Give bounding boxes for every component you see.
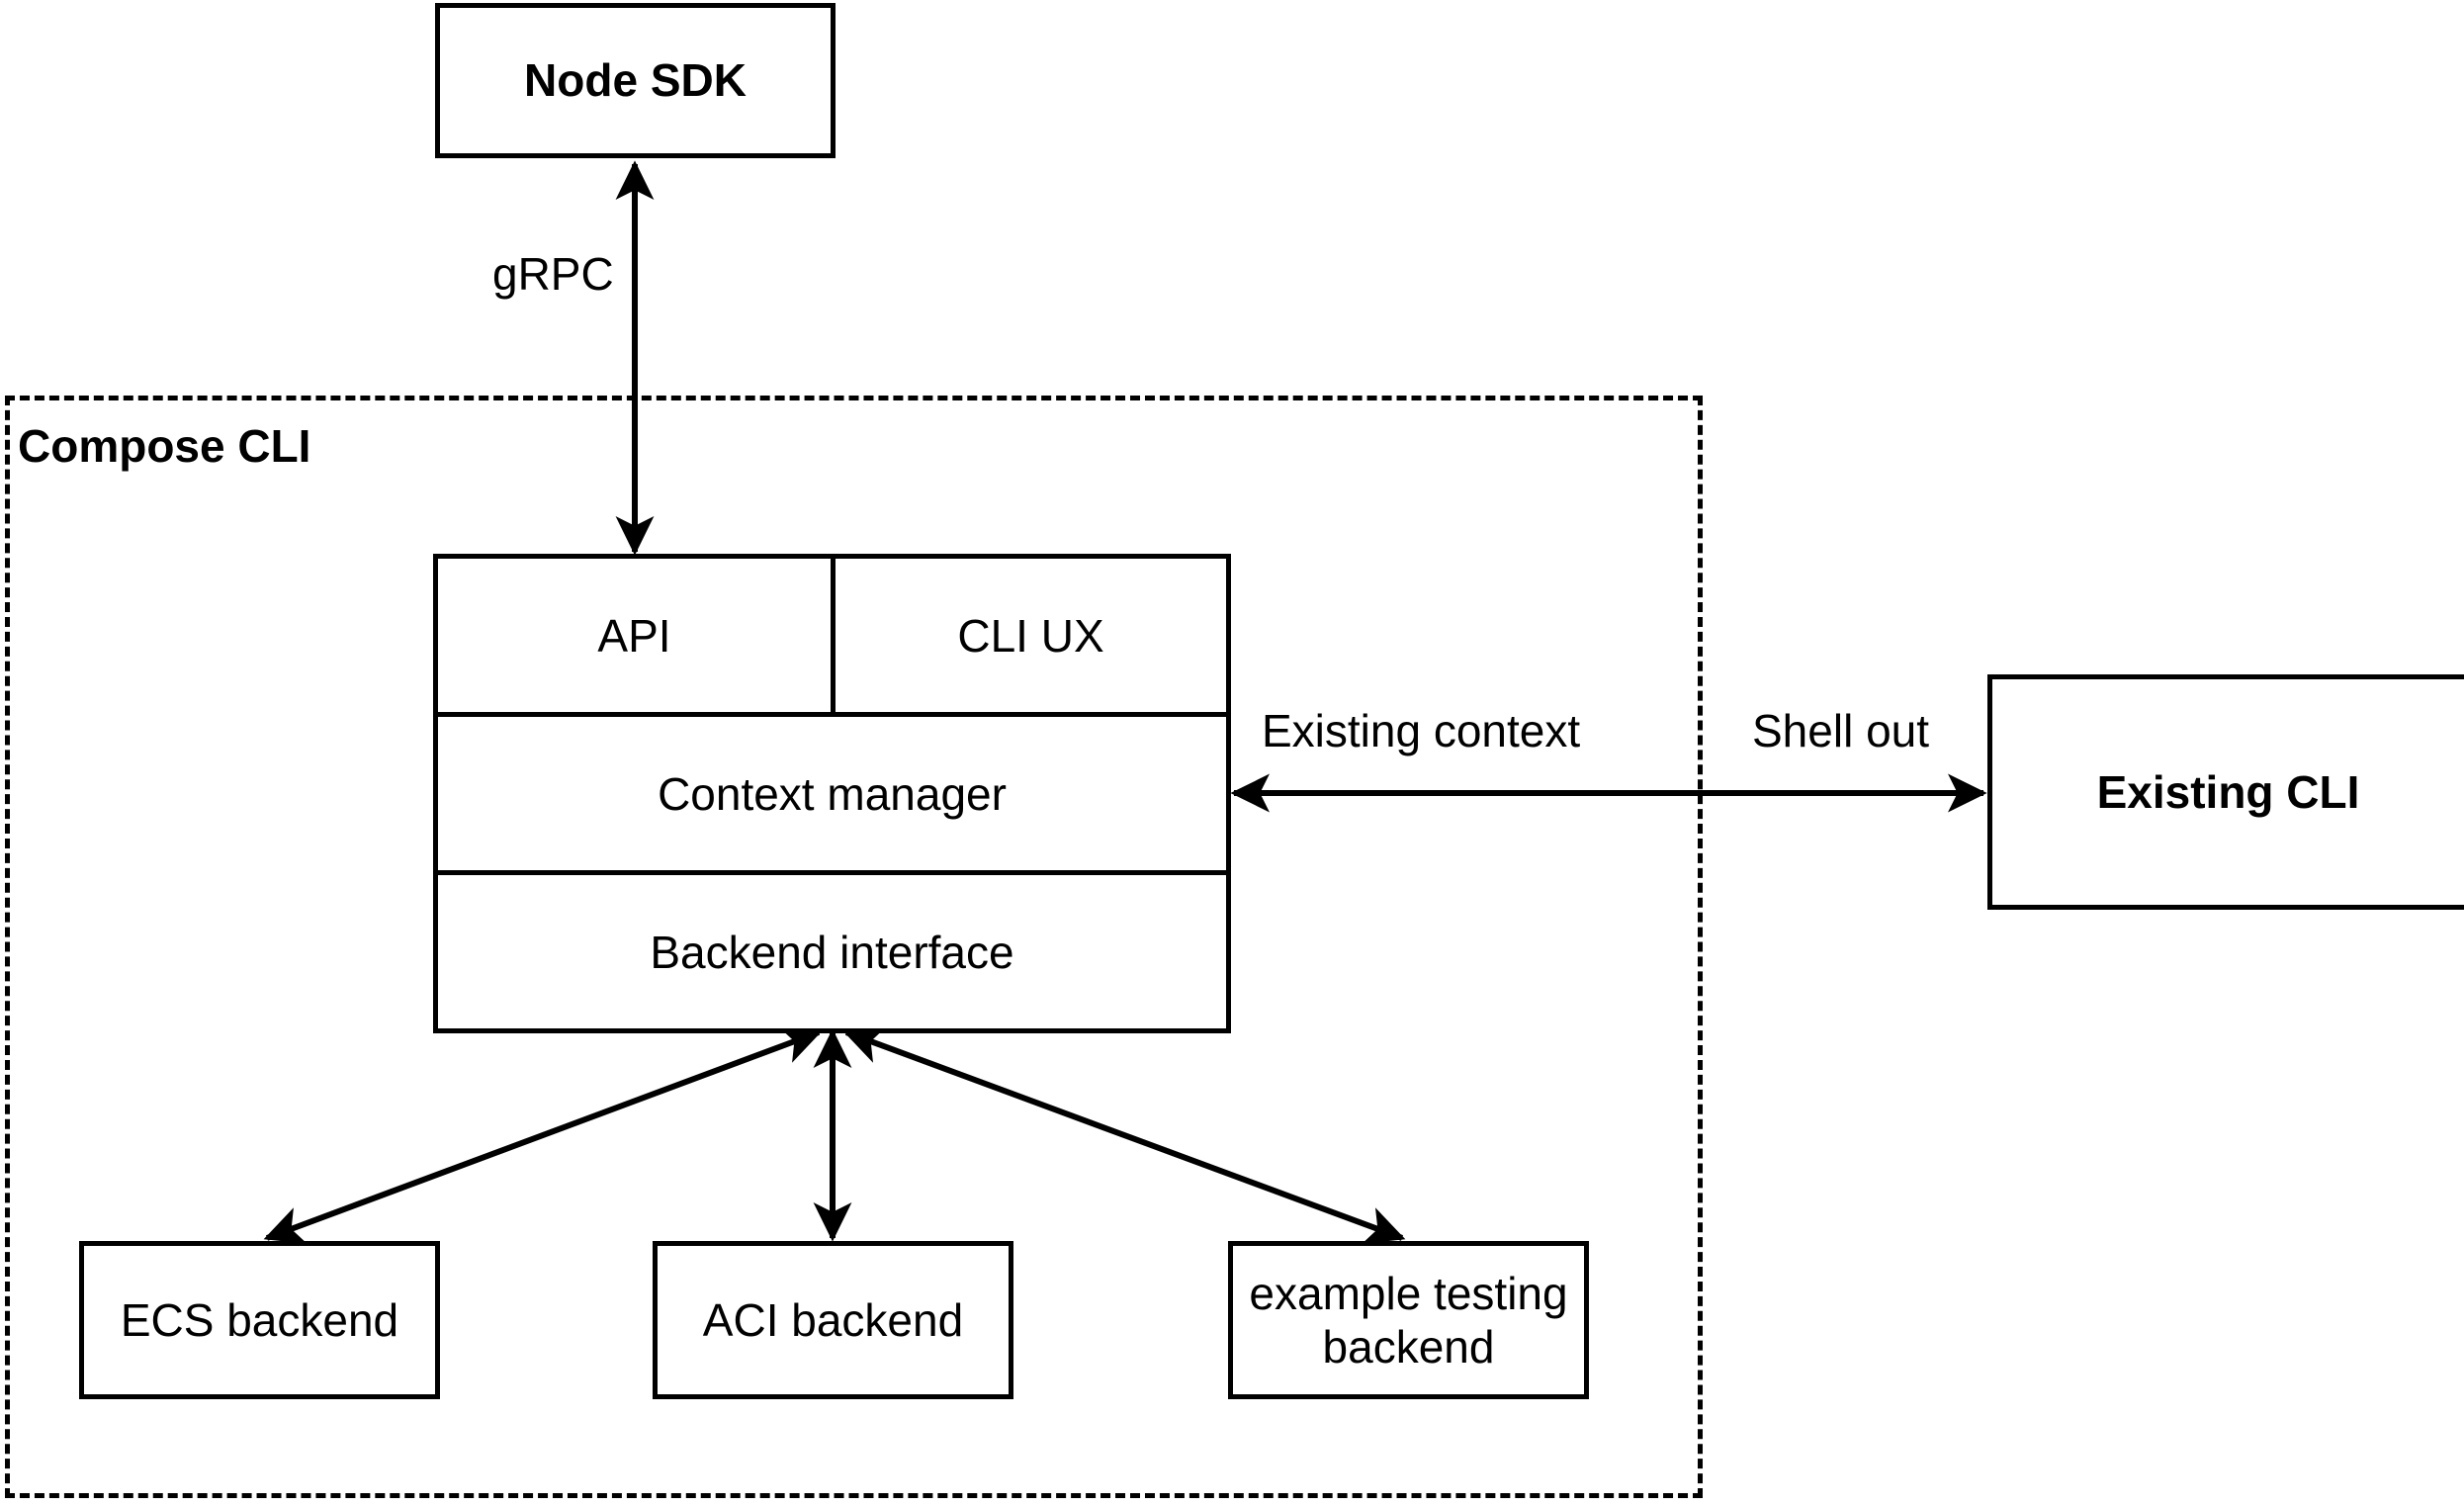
api-cliux-divider: [831, 559, 836, 712]
compose-cli-region-label: Compose CLI: [18, 420, 311, 472]
cli-ux-label: CLI UX: [957, 609, 1104, 662]
context-manager-label: Context manager: [658, 767, 1007, 820]
backend-interface-label: Backend interface: [650, 926, 1014, 978]
node-context-manager[interactable]: Context manager: [438, 717, 1226, 870]
edge-label-shell-out: Shell out: [1748, 704, 1934, 757]
edge-label-existing-context: Existing context: [1258, 704, 1585, 757]
node-sdk-label: Node SDK: [524, 54, 747, 107]
node-ecs-backend[interactable]: ECS backend: [79, 1241, 440, 1399]
compose-cli-core-stack: API CLI UX Context manager Backend inter…: [433, 554, 1231, 1033]
node-node-sdk[interactable]: Node SDK: [435, 3, 836, 158]
node-aci-backend[interactable]: ACI backend: [653, 1241, 1013, 1399]
node-existing-cli[interactable]: Existing CLI: [1987, 674, 2464, 910]
node-example-testing-backend[interactable]: example testing backend: [1228, 1241, 1589, 1399]
ecs-backend-label: ECS backend: [120, 1293, 399, 1346]
context-backend-divider: [438, 870, 1226, 875]
edge-label-grpc: gRPC: [488, 247, 618, 301]
example-testing-backend-label-line1: example testing: [1249, 1267, 1568, 1319]
existing-cli-label: Existing CLI: [2096, 765, 2360, 818]
node-api[interactable]: API: [438, 559, 831, 712]
node-cli-ux[interactable]: CLI UX: [836, 559, 1226, 712]
api-label: API: [597, 609, 671, 662]
example-testing-backend-label-line2: backend: [1322, 1321, 1495, 1373]
aci-backend-label: ACI backend: [702, 1293, 964, 1346]
toprow-context-divider: [438, 712, 1226, 717]
compose-cli-region: [5, 396, 1703, 1498]
node-backend-interface[interactable]: Backend interface: [438, 875, 1226, 1028]
